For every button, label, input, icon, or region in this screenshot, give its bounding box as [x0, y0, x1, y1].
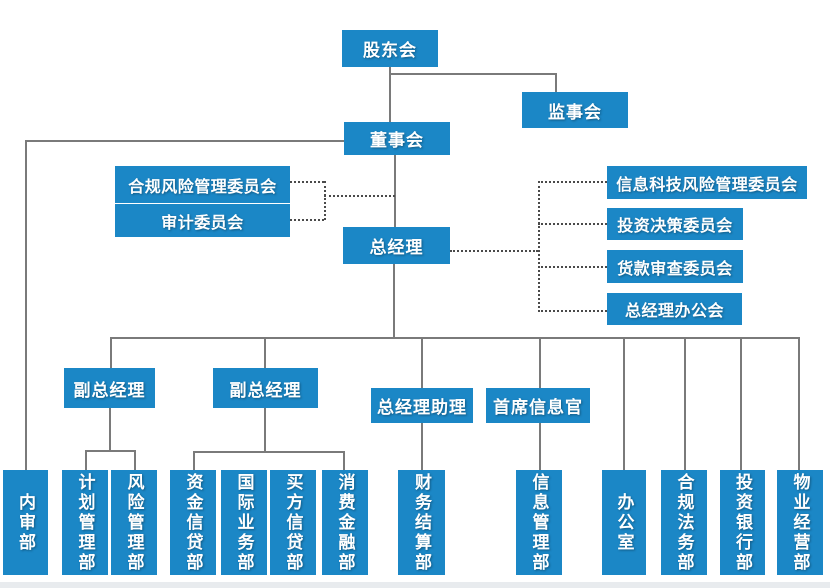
node-general-manager: 总经理 [343, 227, 450, 264]
connector-board-internal-audit-v [25, 140, 27, 470]
dotted-right-spine [538, 181, 540, 312]
node-deputy-gm-2: 副总经理 [213, 368, 318, 408]
node-gm-assistant: 总经理助理 [371, 388, 473, 423]
node-deputy-gm-1: 副总经理 [64, 368, 155, 408]
bottom-edge-strip [0, 582, 830, 588]
node-dept-buyer-credit: 买方信贷部 [270, 470, 316, 575]
connector-drop-gm-assistant [421, 337, 423, 388]
node-investment-decision-committee: 投资决策委员会 [607, 208, 743, 240]
node-dept-financial-settlement: 财务结算部 [398, 470, 445, 575]
node-board-of-directors: 董事会 [344, 122, 450, 155]
dotted-compliance-risk-stub [290, 181, 324, 183]
dotted-gm-to-right-spine [450, 250, 538, 252]
connector-drop-property [798, 337, 800, 470]
connector-distribution-line [110, 337, 800, 339]
connector-deputy1-stem [109, 408, 111, 450]
connector-drop-compliance-legal [684, 337, 686, 470]
node-dept-internal-audit: 内审部 [3, 470, 48, 575]
dotted-left-spine [324, 181, 326, 220]
node-shareholders: 股东会 [342, 30, 438, 67]
node-dept-information-management: 信息管理部 [516, 470, 562, 575]
connector-drop-deputy-gm-2 [264, 337, 266, 368]
node-gm-office-meeting: 总经理办公会 [607, 293, 742, 325]
connector-drop-planning [85, 450, 87, 470]
connector-drop-consumer-finance [343, 451, 345, 470]
node-compliance-risk-committee: 合规风险管理委员会 [115, 166, 290, 203]
connector-cio-information [539, 423, 541, 470]
node-dept-capital-credit: 资金信贷部 [170, 470, 216, 575]
connector-drop-cio [539, 337, 541, 388]
connector-drop-office [623, 337, 625, 470]
node-dept-property-management: 物业经营部 [777, 470, 823, 575]
connector-drop-risk [134, 450, 136, 470]
connector-assistant-settlement [421, 423, 423, 470]
connector-board-gm [394, 155, 396, 227]
dotted-left-to-main [324, 195, 395, 197]
node-dept-consumer-finance: 消费金融部 [322, 470, 368, 575]
connector-to-supervisory-v [555, 73, 557, 92]
dotted-audit-stub [290, 219, 324, 221]
dotted-to-gm-office [538, 310, 607, 312]
connector-deputy2-stem [264, 408, 266, 451]
connector-drop-capital-credit [193, 451, 195, 470]
connector-board-internal-audit-h [25, 140, 344, 142]
node-loan-review-committee: 货款审查委员会 [607, 250, 743, 283]
connector-deputy2-bar [193, 451, 345, 453]
node-audit-committee: 审计委员会 [115, 204, 290, 237]
connector-deputy1-bar [85, 450, 136, 452]
node-cio: 首席信息官 [486, 388, 590, 423]
node-dept-risk-management: 风险管理部 [111, 470, 157, 575]
dotted-to-investment [538, 223, 607, 225]
node-dept-office: 办公室 [602, 470, 646, 575]
node-dept-planning-management: 计划管理部 [62, 470, 108, 575]
connector-to-supervisory-h [389, 73, 557, 75]
node-dept-investment-banking: 投资银行部 [720, 470, 765, 575]
node-supervisory-board: 监事会 [522, 92, 628, 128]
node-dept-compliance-legal: 合规法务部 [661, 470, 707, 575]
node-dept-international-business: 国际业务部 [221, 470, 267, 575]
connector-drop-deputy-gm-1 [110, 337, 112, 368]
dotted-to-loan-review [538, 266, 607, 268]
connector-shareholders-board [389, 66, 391, 122]
connector-gm-distribution [393, 264, 395, 338]
connector-drop-investment-banking [740, 337, 742, 470]
node-it-risk-committee: 信息科技风险管理委员会 [607, 166, 807, 199]
dotted-to-it-risk [538, 181, 607, 183]
